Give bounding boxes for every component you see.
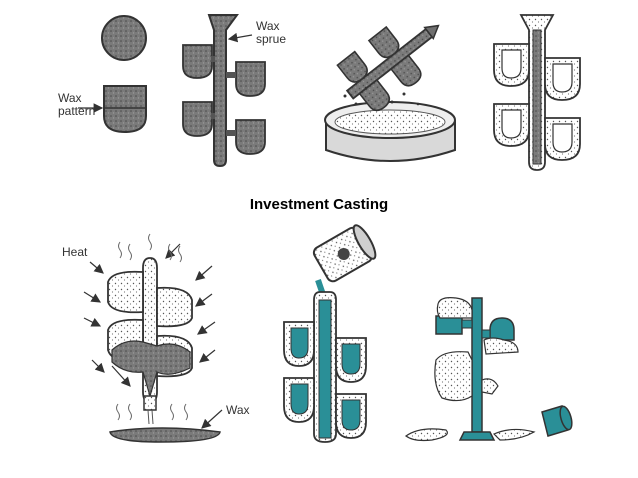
step-pour-metal	[283, 224, 377, 443]
broken-shell	[404, 297, 536, 442]
step-dewax-heat	[83, 233, 223, 443]
wax-sprue-label-line1: Wax	[256, 19, 280, 33]
step-breakout	[404, 297, 573, 442]
diagram-title: Investment Casting	[249, 196, 389, 213]
wax-sprue-label: Wax sprue	[256, 20, 286, 46]
step-wax-pattern	[78, 15, 147, 134]
heat-arrows	[83, 243, 216, 387]
wax-pattern-label-line1: Wax	[58, 91, 82, 105]
wax-pattern-label: Wax pattern	[58, 92, 95, 118]
wax-puddle	[109, 427, 221, 443]
wax-sprue-pointer	[227, 32, 253, 43]
slurry-drips	[343, 86, 420, 106]
wax-drain-label: Wax	[226, 403, 250, 417]
wax-sprue	[207, 14, 239, 168]
wax-sprue-label-line2: sprue	[256, 32, 287, 46]
wax-pattern-label-line2: pattern	[58, 104, 96, 118]
detached-casting	[541, 405, 573, 437]
wax-pattern-side-view	[103, 85, 147, 134]
heat-waves	[116, 233, 188, 421]
tree-being-dipped	[336, 24, 440, 112]
step-dip-slurry	[324, 24, 456, 162]
step-invested-tree	[493, 14, 581, 171]
step-wax-tree	[182, 14, 266, 168]
wax-patterns-on-tree	[182, 44, 266, 155]
metal-sprue	[471, 297, 483, 433]
wax-pattern-top-view	[101, 15, 147, 61]
melting-wax	[111, 340, 191, 399]
heat-label: Heat	[62, 245, 88, 259]
wax-drain-pointer	[201, 409, 223, 429]
ladle	[312, 224, 377, 283]
filled-sprue	[318, 299, 332, 439]
